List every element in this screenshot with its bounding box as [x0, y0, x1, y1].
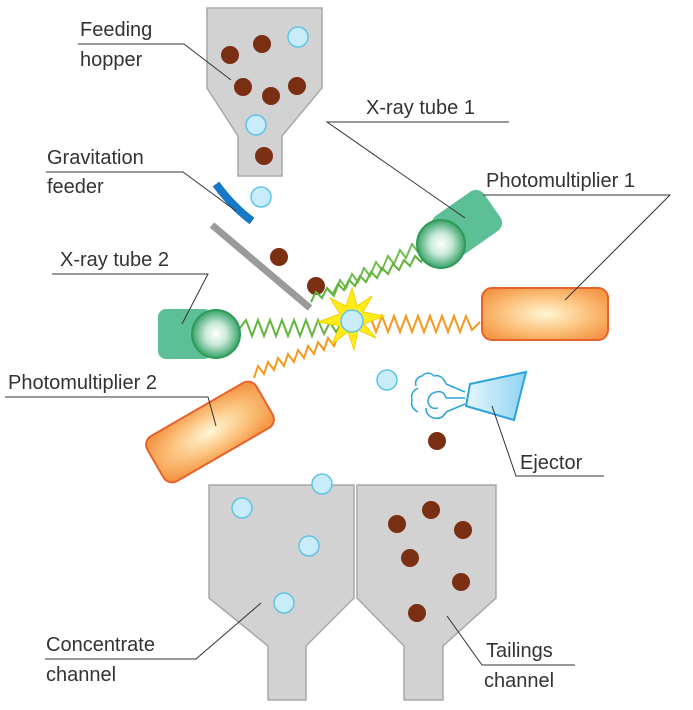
photomultiplier-2: [145, 380, 275, 484]
detection-flash: [316, 286, 386, 352]
ore-particle: [234, 78, 252, 96]
ore-particle: [422, 501, 440, 519]
mineral-particle: [231, 497, 253, 519]
air-jet: [410, 372, 466, 420]
xray-beam-2-wave: [239, 317, 343, 339]
ejector: [410, 370, 528, 422]
mineral-particle: [340, 309, 364, 333]
falling-ore-particle: [428, 432, 446, 450]
ore-particle: [307, 277, 325, 295]
concentrate-channel: [208, 484, 355, 701]
mineral-particle: [273, 592, 295, 614]
gravitation-feeder: [209, 181, 313, 311]
label-xray-tube-2: X-ray tube 2: [60, 249, 169, 271]
hopper-mineral-particles: [245, 26, 309, 136]
leader-lines: [5, 43, 672, 666]
label-xray-tube-1: X-ray tube 1: [366, 97, 475, 119]
label-feeding-hopper-line1: Feeding: [80, 19, 152, 41]
ore-particle: [408, 604, 426, 622]
mineral-particle: [250, 186, 272, 208]
ore-particle: [262, 87, 280, 105]
signal-wave-1: [363, 313, 481, 335]
mineral-particle: [287, 26, 309, 48]
ore-particle: [253, 35, 271, 53]
label-feeding-hopper-line2: hopper: [80, 49, 143, 71]
tailings-particles: [388, 501, 472, 622]
ore-particle: [452, 573, 470, 591]
xray-tube-2: [158, 309, 241, 359]
mineral-particle: [311, 473, 333, 495]
mineral-particle: [298, 535, 320, 557]
label-gravitation-feeder-line2: feeder: [47, 176, 104, 198]
photomultiplier-1: [481, 287, 609, 341]
label-ejector: Ejector: [520, 452, 583, 474]
ejected-mineral-particle: [376, 369, 398, 391]
xray-beam-1-wave: [310, 249, 437, 303]
label-gravitation-feeder-line1: Gravitation: [47, 147, 144, 169]
label-tailings-channel-line1: Tailings: [486, 640, 553, 662]
label-concentrate-channel-line1: Concentrate: [46, 634, 155, 656]
ore-particle: [255, 147, 273, 165]
ore-particle: [288, 77, 306, 95]
hopper-ore-particles: [221, 35, 306, 165]
label-photomultiplier-2: Photomultiplier 2: [8, 372, 157, 394]
signal-wave-2: [253, 335, 339, 379]
ore-particle: [270, 248, 288, 266]
ore-particle: [221, 46, 239, 64]
mineral-particle: [245, 114, 267, 136]
label-photomultiplier-1: Photomultiplier 1: [486, 170, 635, 192]
xray-tube-1: [416, 189, 503, 269]
labels: Feeding hopper X-ray tube 1 Gravitation …: [8, 19, 635, 692]
ore-particle: [454, 521, 472, 539]
falling-particles: [250, 186, 325, 295]
label-tailings-channel-line2: channel: [484, 670, 554, 692]
ore-particle: [401, 549, 419, 567]
concentrate-particles: [231, 473, 333, 614]
ore-particle: [388, 515, 406, 533]
label-concentrate-channel-line2: channel: [46, 664, 116, 686]
